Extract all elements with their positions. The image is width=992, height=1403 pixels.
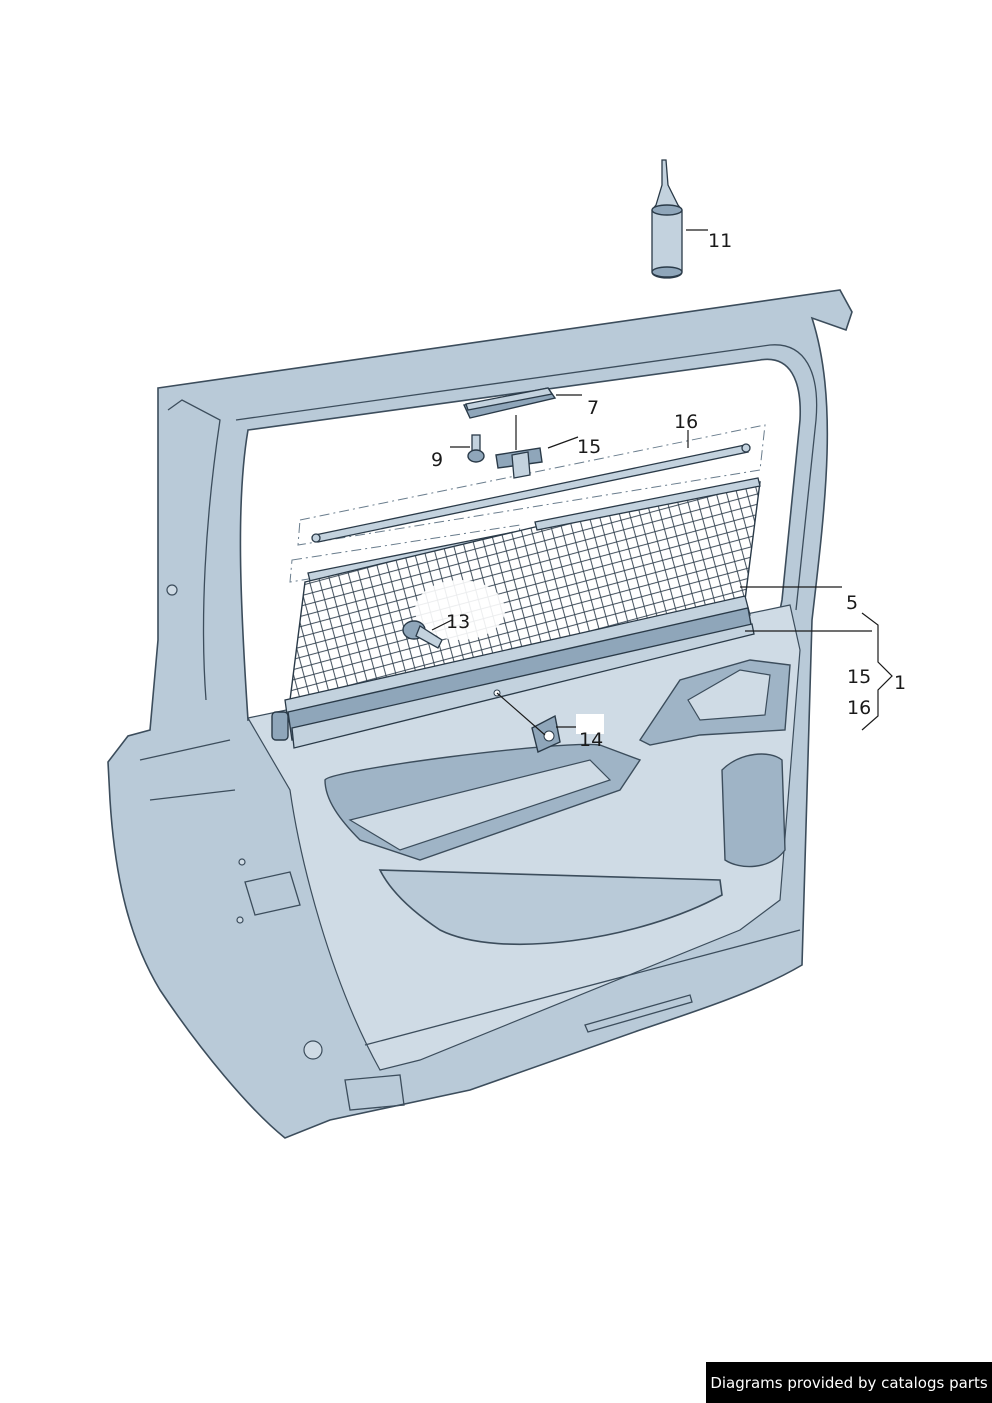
bolt — [467, 434, 485, 463]
callout-labels: 11 7 16 9 15 5 13 14 15 16 1 — [431, 230, 906, 751]
cargo-net — [289, 477, 761, 701]
rod-upper — [311, 443, 751, 543]
callout-9: 9 — [431, 449, 443, 471]
leader-lines — [431, 229, 893, 736]
callout-14: 14 — [579, 729, 603, 751]
callout-1: 1 — [894, 672, 906, 694]
callout-16-top: 16 — [674, 411, 698, 433]
callout-15-side: 15 — [847, 666, 871, 688]
callout-16-side: 16 — [847, 697, 871, 719]
holder-bracket — [462, 387, 557, 419]
callout-7: 7 — [587, 397, 599, 419]
assembly-guide-lower — [289, 524, 521, 583]
net-cassette — [271, 595, 755, 749]
screw — [402, 620, 443, 649]
retaining-clip — [531, 714, 561, 753]
door-shell — [107, 289, 853, 1139]
bearing-block — [495, 447, 543, 479]
callout-15-top: 15 — [577, 436, 601, 458]
callout-13: 13 — [446, 611, 470, 633]
credit-banner: Diagrams provided by catalogs parts — [706, 1362, 992, 1403]
callout-11: 11 — [708, 230, 732, 252]
lubricant-bottle — [651, 159, 683, 279]
callout-14-backdrop — [576, 714, 604, 734]
callout-5: 5 — [846, 592, 858, 614]
